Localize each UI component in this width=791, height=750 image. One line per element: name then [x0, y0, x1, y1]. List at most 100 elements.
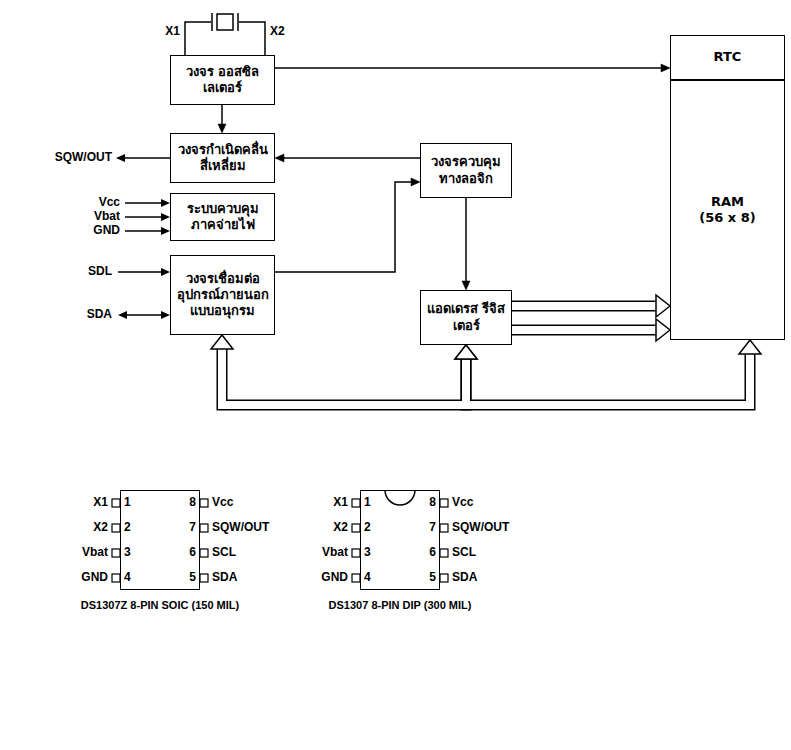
signal-arrow [275, 67, 662, 69]
pin-label: 2 [364, 521, 371, 534]
block-box: RAM (56 x 8) [670, 80, 785, 340]
pin-label: X2 [333, 521, 348, 534]
crystal-body [217, 14, 233, 30]
node-text: แอดเดรส รีจิสเตอร์ [425, 301, 507, 334]
arrow-head [656, 319, 670, 341]
pin-label: 4 [124, 571, 131, 584]
arrow-head [462, 281, 470, 290]
bus-arrow-inner [466, 353, 750, 405]
pin-stub [112, 574, 120, 582]
node-text: RTC [714, 49, 742, 65]
sqw-wire [124, 157, 170, 159]
chip-package: DS1307 8-PIN DIP (300 MIL) [360, 490, 440, 590]
node-text: วงจร ออสซิลเลเตอร์ [175, 64, 270, 97]
pin-stub [352, 549, 360, 557]
signal-name: X1 [165, 25, 180, 38]
pin-stub [200, 549, 208, 557]
pin-label: GND [321, 571, 348, 584]
arrow-head [218, 124, 226, 133]
pin-stub [352, 499, 360, 507]
pin-label: SQW/OUT [212, 521, 269, 534]
sda-wire [126, 314, 162, 316]
pin-label: 7 [429, 521, 436, 534]
block-box: วงจรกำเนิดคลื่น สี่เหลี่ยม [170, 133, 275, 183]
bus-arrow [222, 348, 466, 405]
arrow-head [656, 295, 670, 317]
pin-label: 2 [124, 521, 131, 534]
pin-label: X1 [93, 496, 108, 509]
block-box: วงจรควบคุม ทางลอจิก [420, 143, 512, 198]
pin-label: Vcc [452, 496, 473, 509]
crystal-plate [211, 13, 213, 31]
bus-arrow-inner [512, 302, 657, 310]
pin-label: SCL [452, 546, 476, 559]
node-text: RAM (56 x 8) [698, 194, 758, 227]
pin-stub [352, 574, 360, 582]
pin-label: GND [81, 571, 108, 584]
pin-label: SDA [452, 571, 477, 584]
arrow-head [661, 64, 670, 72]
arrow-head [455, 345, 477, 359]
signal-name: Vbat [94, 210, 120, 223]
sdl-wire [118, 271, 162, 273]
pin-label: 6 [429, 546, 436, 559]
pin-label: 8 [429, 496, 436, 509]
arrow-head [161, 227, 170, 235]
pin-stub [440, 499, 448, 507]
vbat-wire [125, 216, 162, 218]
pin-stub [440, 574, 448, 582]
arrow-head [739, 340, 761, 354]
arrow-head [411, 178, 420, 186]
pin-label: X2 [93, 521, 108, 534]
pin-stub [440, 524, 448, 532]
bus-arrow [466, 353, 750, 405]
arrow-head [455, 345, 477, 359]
pin-stub [200, 574, 208, 582]
crystal-wire [239, 22, 265, 55]
block-box: ระบบควบคุม ภาคจ่ายไฟ [170, 193, 275, 241]
pin-label: 5 [429, 571, 436, 584]
pin-label: 3 [124, 546, 131, 559]
node-text: ระบบควบคุม ภาคจ่ายไฟ [175, 201, 270, 234]
signal-name: GND [93, 224, 120, 237]
block-box: วงจร ออสซิลเลเตอร์ [170, 55, 275, 105]
block-box: แอดเดรส รีจิสเตอร์ [420, 290, 512, 345]
node-text: วงจรควบคุม ทางลอจิก [425, 154, 507, 187]
signal-arrow [221, 105, 223, 125]
pin-label: 5 [189, 571, 196, 584]
pin-label: SCL [212, 546, 236, 559]
arrow-heads [211, 64, 761, 359]
pin-label: SDA [212, 571, 237, 584]
signal-arrow [283, 157, 420, 159]
crystal-wire [185, 22, 211, 55]
pin-label: SQW/OUT [452, 521, 509, 534]
pin-label: 7 [189, 521, 196, 534]
bus-arrow [512, 301, 657, 312]
arrow-head [211, 335, 233, 349]
gnd-wire [125, 230, 162, 232]
node-text: วงจรเชื่อมต่อ อุปกรณ์ภายนอก แบบอนุกรม [175, 271, 270, 320]
crystal-plate [237, 13, 239, 31]
arrow-head [116, 154, 125, 162]
pin-stub [200, 524, 208, 532]
pin-stub [440, 549, 448, 557]
chip-package: DS1307Z 8-PIN SOIC (150 MIL) [120, 490, 200, 590]
pin-label: Vbat [82, 546, 108, 559]
pin-stub [112, 499, 120, 507]
arrow-head [161, 213, 170, 221]
node-text: DS1307Z 8-PIN SOIC (150 MIL) [81, 599, 239, 613]
arrow-head [118, 311, 127, 319]
signal-name: Vcc [99, 196, 120, 209]
pin-label: 6 [189, 546, 196, 559]
bus-arrow-inner [222, 348, 466, 405]
pin-stub [112, 549, 120, 557]
arrow-head [161, 311, 170, 319]
signal-name: SQW/OUT [55, 151, 112, 164]
pin-label: 4 [364, 571, 371, 584]
pin-label: 3 [364, 546, 371, 559]
block-box: วงจรเชื่อมต่อ อุปกรณ์ภายนอก แบบอนุกรม [170, 255, 275, 335]
signal-name: X2 [270, 25, 285, 38]
